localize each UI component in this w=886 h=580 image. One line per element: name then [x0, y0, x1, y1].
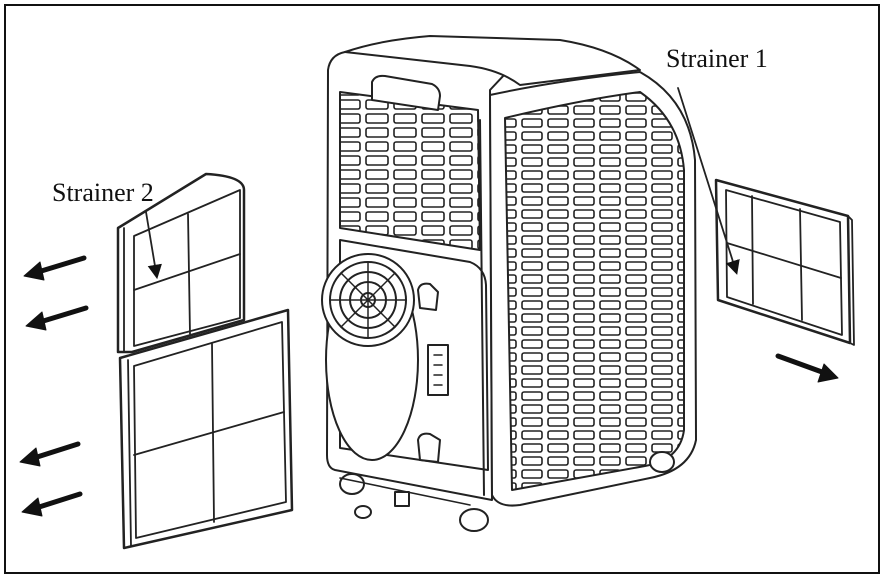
strainer-2-pointer	[145, 211, 162, 280]
drain-plug	[354, 491, 410, 519]
strainer-2-label: Strainer 2	[52, 178, 154, 207]
strainer-2-lower-filter	[118, 308, 294, 550]
handle-slot	[371, 74, 441, 111]
air-conditioner-unit	[321, 35, 697, 532]
strainer-1-pointer	[677, 87, 740, 275]
drain-clip-lower	[417, 432, 441, 463]
side-grille	[504, 91, 685, 491]
strainer-2-upper-filter	[116, 172, 246, 354]
strainer-1-label: Strainer 1	[666, 44, 768, 73]
fan-grille-icon	[321, 253, 415, 347]
caster-wheel-icon	[339, 451, 675, 532]
strainer-1-filter	[714, 178, 855, 346]
unit-top	[344, 35, 641, 86]
removal-arrow-icon	[19, 255, 839, 517]
rating-plate	[427, 344, 449, 396]
hose-clip-upper	[417, 282, 439, 311]
upper-back-grille	[339, 91, 481, 251]
